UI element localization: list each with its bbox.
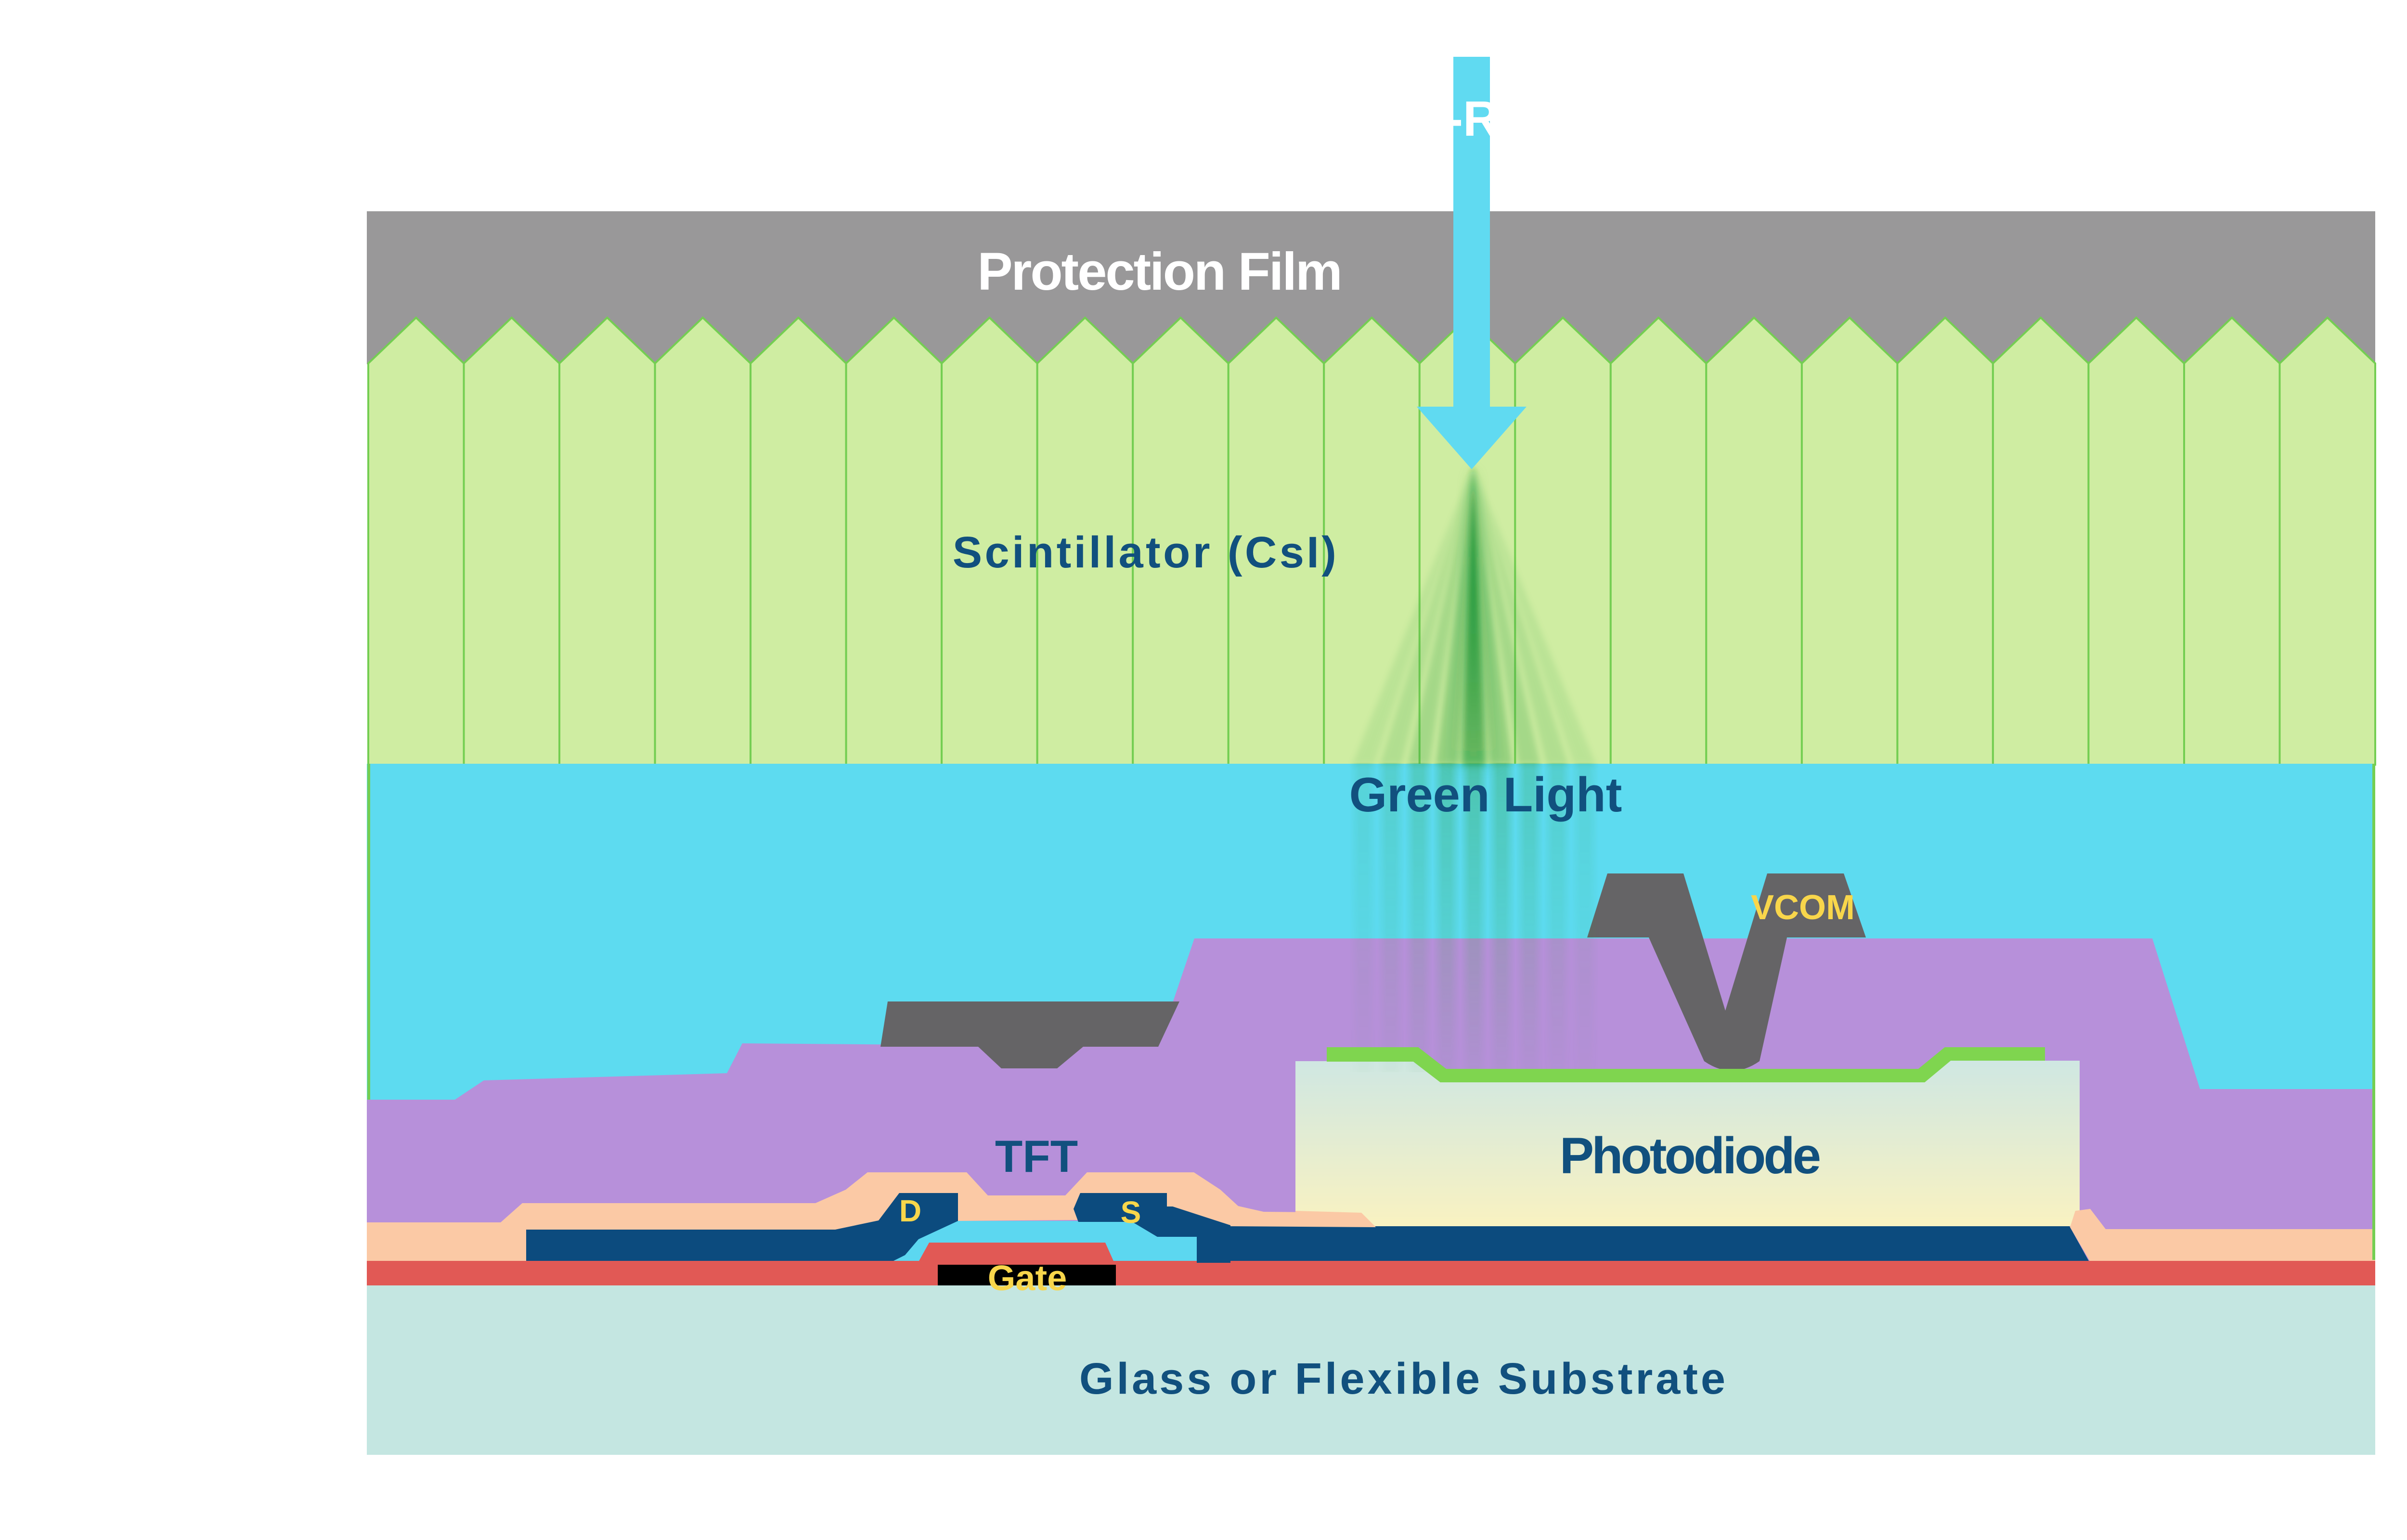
svg-text:X-Ray: X-Ray — [1413, 91, 1554, 146]
svg-text:Gate: Gate — [988, 1258, 1067, 1298]
svg-text:Protection Film: Protection Film — [977, 242, 1341, 301]
svg-text:VCOM: VCOM — [1751, 888, 1855, 927]
svg-text:Glass or Flexible Substrate: Glass or Flexible Substrate — [1079, 1354, 1728, 1403]
svg-text:S: S — [1121, 1195, 1141, 1230]
svg-text:TFT: TFT — [995, 1131, 1078, 1181]
svg-text:D: D — [899, 1194, 921, 1228]
svg-text:Photodiode: Photodiode — [1560, 1127, 1820, 1184]
svg-text:Green Light: Green Light — [1349, 768, 1622, 822]
svg-text:Scintillator (CsI): Scintillator (CsI) — [953, 528, 1339, 577]
